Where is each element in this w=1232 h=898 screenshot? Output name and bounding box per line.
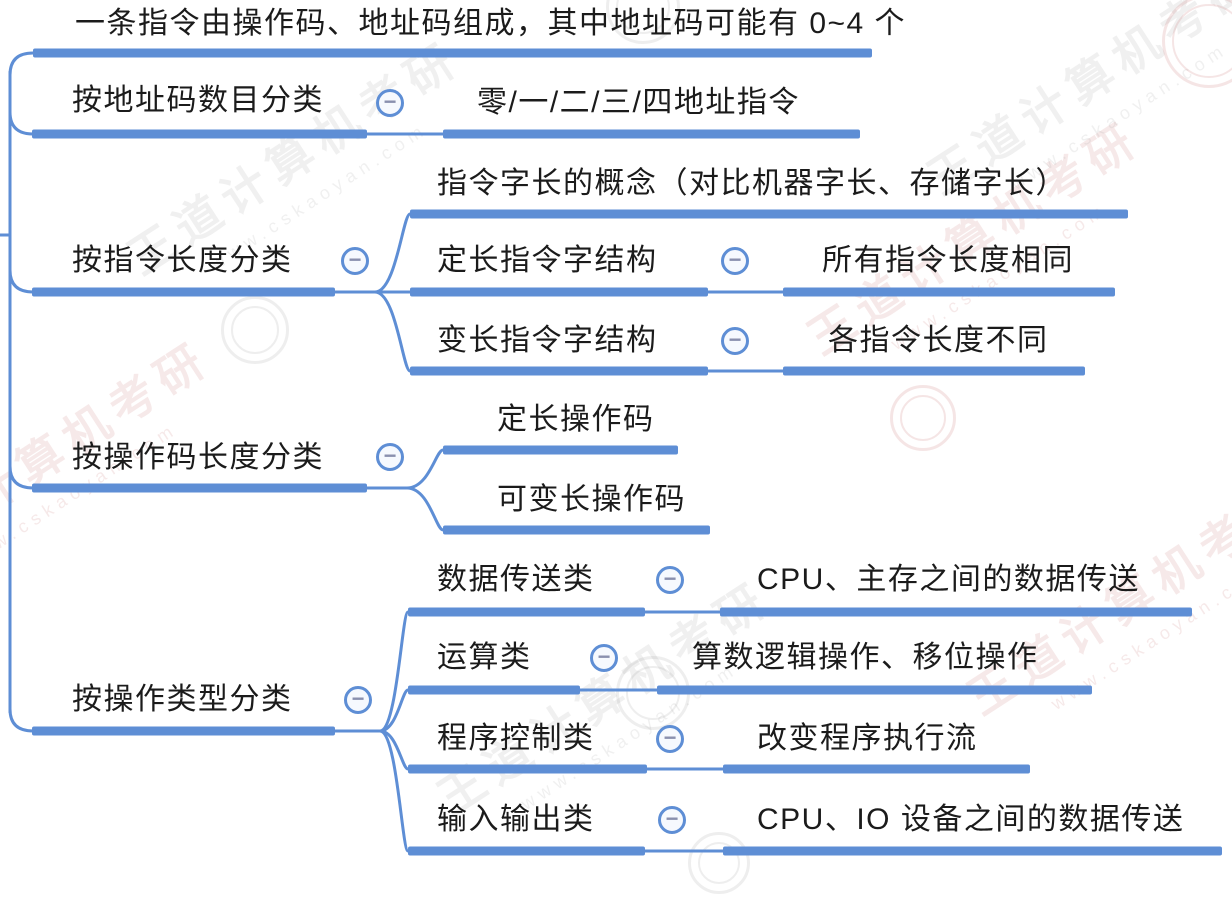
node-arithmetic[interactable]: 运算类 [437,641,532,674]
wire-brace-opcode-up [405,448,445,490]
collapse-button-input-output[interactable]: − [658,806,686,834]
connector-layer [0,48,1222,856]
underline-program-control [408,764,647,774]
minus-icon: − [597,644,611,669]
collapse-button-data-transfer[interactable]: − [656,566,684,594]
node-fixed-length-instruction[interactable]: 定长指令字结构 [437,244,658,277]
underline-variable-opcode [443,525,710,535]
minus-icon: − [663,566,677,591]
underline-word-length-concept [410,209,1128,219]
underline-all-same-length [783,287,1115,297]
trunk-curve-top-note [8,51,35,77]
minus-icon: − [728,327,742,352]
underline-different-length [783,366,1085,376]
wire-brace-optype-1 [378,610,410,733]
leaf-different-length[interactable]: 各指令长度不同 [828,324,1049,357]
wire-brace-instr-length-up [373,212,412,294]
leaf-arith-logic-shift[interactable]: 算数逻辑操作、移位操作 [692,641,1039,674]
minus-icon: − [665,806,679,831]
minus-icon: − [348,247,362,272]
underline-input-output [408,846,645,856]
wire-brace-opcode-down [405,486,445,532]
underline-operation-type [32,726,335,736]
underline-arithmetic [408,685,580,695]
trunk-curve-addr-count [8,110,35,136]
leaf-zero-to-four-address[interactable]: 零/一/二/三/四地址指令 [477,86,800,119]
collapse-button-fixed-length-instruction[interactable]: − [721,247,749,275]
leaf-variable-opcode[interactable]: 可变长操作码 [497,483,686,516]
minus-icon: − [663,725,677,750]
underline-fixed-opcode [443,445,678,455]
branch-operation-type[interactable]: 按操作类型分类 [72,683,293,716]
note-instruction-composition[interactable]: 一条指令由操作码、地址码组成，其中地址码可能有 0~4 个 [75,7,907,40]
collapse-button-arithmetic[interactable]: − [590,644,618,672]
watermark-stamp-logo [890,385,956,451]
wire-brace-optype-4 [378,729,410,853]
underline-cpu-io-transfer [723,846,1222,856]
node-input-output[interactable]: 输入输出类 [437,803,595,836]
underline-zero-to-four-address [443,129,860,139]
branch-instruction-length[interactable]: 按指令长度分类 [72,244,293,277]
underline-arith-logic-shift [657,685,1092,695]
minus-icon: − [728,247,742,272]
leaf-all-same-length[interactable]: 所有指令长度相同 [822,244,1074,277]
trunk-curve-instr-length [8,268,35,294]
branch-addr-code-count[interactable]: 按地址码数目分类 [72,84,324,117]
underline-variable-length-struct [410,366,708,376]
underline-data-transfer [408,607,645,617]
underline-addr-count [32,129,367,139]
leaf-cpu-memory-transfer[interactable]: CPU、主存之间的数据传送 [757,563,1140,596]
underline-fixed-length-struct [410,287,708,297]
collapse-button-operation-type[interactable]: − [344,686,372,714]
stamp-inner-ring [1172,4,1232,78]
stamp-inner-ring [231,306,279,354]
minus-icon: − [383,443,397,468]
leaf-change-exec-flow[interactable]: 改变程序执行流 [757,722,978,755]
watermark-stamp-logo [1162,0,1232,88]
leaf-cpu-io-transfer[interactable]: CPU、IO 设备之间的数据传送 [757,803,1185,836]
stamp-inner-ring [900,395,946,441]
leaf-word-length-concept[interactable]: 指令字长的概念（对比机器字长、存储字长） [437,167,1067,200]
leaf-fixed-opcode[interactable]: 定长操作码 [497,403,655,436]
underline-opcode-length [32,483,367,493]
underline-instr-length [32,287,335,297]
node-variable-length-instruction[interactable]: 变长指令字结构 [437,324,658,357]
minus-icon: − [383,89,397,114]
collapse-button-addr-count[interactable]: − [376,89,404,117]
watermark-stamp-logo [221,296,289,364]
wire-brace-optype-2 [378,688,410,733]
collapse-button-program-control[interactable]: − [656,725,684,753]
node-program-control[interactable]: 程序控制类 [437,722,595,755]
trunk-curve-opcode-length [8,464,35,490]
underline-note [33,48,872,58]
wire-brace-instr-length-down [373,290,412,373]
trunk-curve-operation-type [8,707,35,733]
branch-opcode-length[interactable]: 按操作码长度分类 [72,441,324,474]
minus-icon: − [351,686,365,711]
collapse-button-instruction-length[interactable]: − [341,247,369,275]
underline-change-exec-flow [723,764,1030,774]
underline-cpu-memory-transfer [720,607,1192,617]
collapse-button-opcode-length[interactable]: − [376,443,404,471]
node-data-transfer[interactable]: 数据传送类 [437,563,595,596]
collapse-button-variable-length-instruction[interactable]: − [721,327,749,355]
